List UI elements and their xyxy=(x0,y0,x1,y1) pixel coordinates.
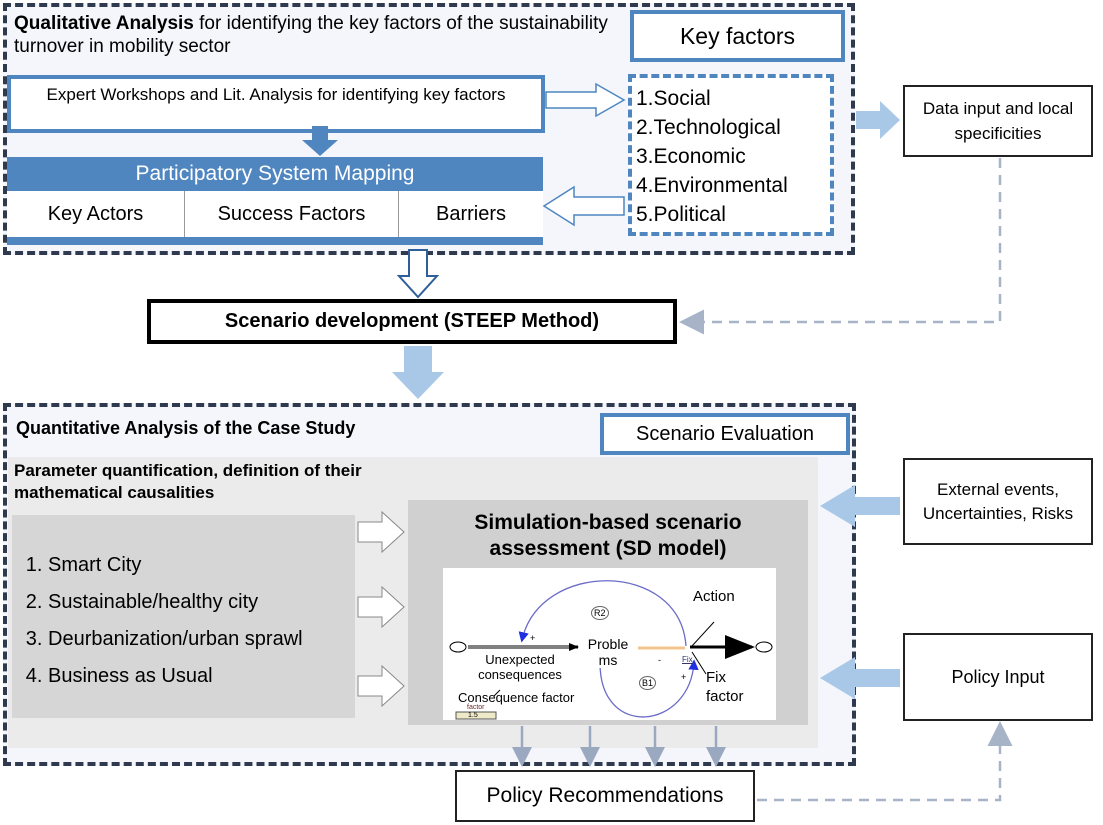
scenario-item: Sustainable/healthy city xyxy=(48,584,355,621)
data-input-box: Data input and local specificities xyxy=(903,85,1093,157)
key-factors-title-box: Key factors xyxy=(630,10,845,62)
sd-fix-label: Fix xyxy=(682,655,693,664)
sd-plus-1: + xyxy=(530,633,536,643)
key-factor-item: 2.Technological xyxy=(636,116,781,139)
arrow-to-data-input xyxy=(856,101,900,139)
scenario-evaluation-text: Scenario Evaluation xyxy=(636,422,814,445)
scenario-development-box: Scenario development (STEEP Method) xyxy=(147,299,677,344)
open-arrow-scenarios-2 xyxy=(357,585,405,629)
sd-action-label: Action xyxy=(693,588,735,605)
sd-fix-factor-label: Fix factor xyxy=(706,669,744,705)
down-arrow-expert-to-psm xyxy=(302,126,338,156)
scenario-development-text: Scenario development (STEEP Method) xyxy=(224,310,600,332)
dashed-data-to-scenario xyxy=(679,158,1002,335)
sd-slider-label: factor xyxy=(467,704,485,711)
external-events-box: External events, Uncertainties, Risks xyxy=(903,458,1093,545)
psm-cell-success-factors: Success Factors xyxy=(185,191,399,237)
scenarios-ordered-list: Smart City Sustainable/healthy city Deur… xyxy=(22,547,355,695)
open-arrow-to-psm xyxy=(542,185,625,227)
expert-workshops-text: Expert Workshops and Lit. Analysis for i… xyxy=(46,85,506,104)
qualitative-title-rest: for identifying the key factors of the s… xyxy=(14,13,608,57)
sd-r2-label: R2 xyxy=(591,606,609,620)
scenario-item: Deurbanization/urban sprawl xyxy=(48,621,355,658)
psm-cell-key-actors: Key Actors xyxy=(7,191,185,237)
qualitative-title: Qualitative Analysis for identifying the… xyxy=(14,12,614,58)
scenario-item: Smart City xyxy=(48,547,355,584)
open-arrow-to-key-factors xyxy=(545,82,626,118)
psm-cells: Key Actors Success Factors Barriers xyxy=(7,191,543,237)
sd-minus: - xyxy=(658,655,661,665)
output-arrows xyxy=(512,726,726,767)
sd-consequence-factor-label: Consequence factor xyxy=(458,690,575,705)
arrow-policy-input xyxy=(820,657,900,699)
arrow-external-events xyxy=(820,485,900,527)
policy-recommendations-box: Policy Recommendations xyxy=(455,770,755,822)
parameter-quantification-text: Parameter quantification, definition of … xyxy=(14,461,362,502)
scenario-item: Business as Usual xyxy=(48,658,355,695)
policy-recommendations-text: Policy Recommendations xyxy=(486,784,724,807)
sd-b1-label: B1 xyxy=(639,676,657,690)
quantitative-title: Quantitative Analysis of the Case Study xyxy=(16,418,356,438)
sd-slider-value[interactable]: 1.5 xyxy=(468,712,478,719)
psm-cell-barriers: Barriers xyxy=(435,202,506,225)
sd-unexpected-label: Unexpected consequences xyxy=(478,652,562,682)
key-factor-item: 3.Economic xyxy=(636,145,746,168)
key-factor-item: 4.Environmental xyxy=(636,174,788,197)
sd-problems-stock: Proble ms xyxy=(580,636,636,668)
key-factor-item: 1.Social xyxy=(636,87,711,110)
external-events-text: External events, Uncertainties, Risks xyxy=(922,479,1074,523)
arrow-scenario-to-quantitative xyxy=(392,346,444,399)
key-factors-title: Key factors xyxy=(679,22,796,49)
scenarios-list: Smart City Sustainable/healthy city Deur… xyxy=(12,515,355,718)
participatory-system-mapping: Participatory System Mapping Key Actors … xyxy=(7,157,543,245)
sd-model-title: Simulation-based scenario assessment (SD… xyxy=(474,511,742,560)
expert-workshops-box: Expert Workshops and Lit. Analysis for i… xyxy=(7,75,545,133)
key-factor-item: 5.Political xyxy=(636,203,726,226)
open-arrow-scenarios-3 xyxy=(357,664,405,708)
dashed-rec-to-policy-input xyxy=(757,721,1013,802)
sd-plus-2: + xyxy=(681,672,687,682)
data-input-text: Data input and local specificities xyxy=(922,99,1074,143)
open-arrow-down-to-scenario xyxy=(396,249,440,299)
policy-input-text: Policy Input xyxy=(951,666,1045,687)
open-arrow-scenarios-1 xyxy=(357,510,405,554)
policy-input-box: Policy Input xyxy=(903,633,1093,721)
psm-title: Participatory System Mapping xyxy=(135,162,415,185)
key-factors-list: 1.Social 2.Technological 3.Economic 4.En… xyxy=(628,74,834,236)
scenario-evaluation-box: Scenario Evaluation xyxy=(600,413,850,455)
sd-loop-drawing xyxy=(449,580,773,720)
qualitative-title-bold: Qualitative Analysis xyxy=(14,13,194,34)
